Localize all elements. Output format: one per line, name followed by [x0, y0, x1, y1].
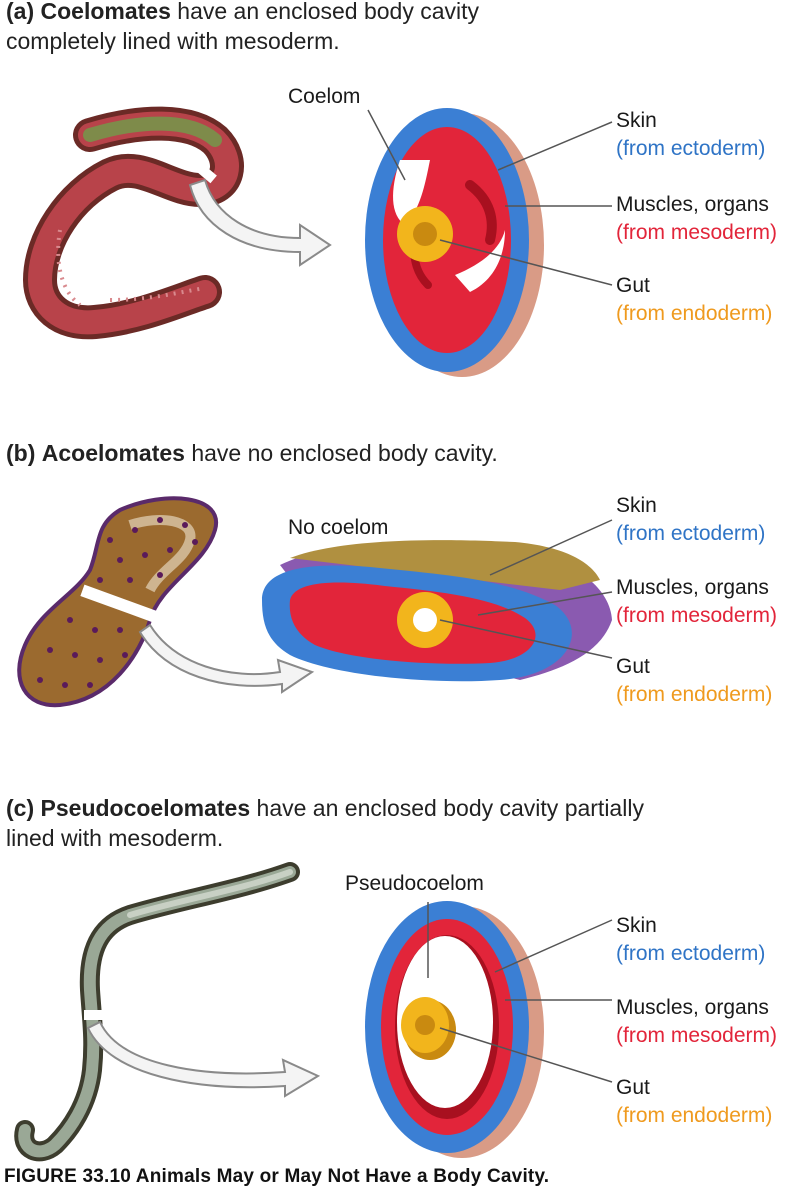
coelom-label: Coelom	[288, 85, 361, 108]
panel-c-figure	[14, 862, 613, 1162]
panel-b-heading: (b) Acoelomates have no enclosed body ca…	[6, 438, 498, 468]
panel-c-heading-line2: lined with mesoderm.	[6, 825, 224, 851]
panel-a-gut-label: Gut	[616, 274, 650, 297]
pseudocoelom-label: Pseudocoelom	[345, 872, 484, 895]
panel-c-heading-rest: have an enclosed body cavity partially	[250, 795, 644, 821]
panel-c-skin-source: (from ectoderm)	[616, 942, 766, 965]
panel-a-leaders	[367, 109, 613, 286]
panel-b-muscles-label: Muscles, organs	[616, 576, 769, 599]
panel-a-gut-source: (from endoderm)	[616, 302, 773, 325]
panel-a-arrow	[188, 178, 332, 267]
panel-a-heading-rest: have an enclosed body cavity	[170, 0, 480, 24]
earthworm-illustration	[22, 106, 244, 340]
panel-a-skin-label: Skin	[616, 109, 657, 132]
panel-c-skin-label: Skin	[616, 914, 657, 937]
panel-b-arrow	[138, 623, 315, 694]
panel-b-skin-label: Skin	[616, 494, 657, 517]
panel-b-gut-label: Gut	[616, 655, 650, 678]
panel-c-arrow	[86, 1020, 321, 1098]
panel-b-muscles-source: (from mesoderm)	[616, 604, 778, 627]
panel-c-leaders	[427, 902, 613, 1083]
flatworm-illustration	[17, 496, 219, 708]
panel-c-gut-label: Gut	[616, 1076, 650, 1099]
pseudocoelomate-cross-section	[365, 901, 544, 1158]
panel-a-term: Coelomates	[40, 0, 171, 24]
panel-a-heading-line2: completely lined with mesoderm.	[6, 28, 340, 54]
no-coelom-label: No coelom	[288, 516, 389, 539]
panel-a-muscles-label: Muscles, organs	[616, 193, 769, 216]
acoelomate-cross-section	[262, 540, 612, 682]
panel-b-prefix: (b)	[6, 440, 36, 466]
panel-a-muscles-source: (from mesoderm)	[616, 221, 778, 244]
panel-b-term: Acoelomates	[41, 440, 185, 466]
panel-c-term: Pseudocoelomates	[40, 795, 251, 821]
panel-a-heading: (a) Coelomates have an enclosed body cav…	[6, 0, 479, 56]
figure-caption: FIGURE 33.10 Animals May or May Not Have…	[4, 1166, 550, 1187]
panel-a-skin-source: (from ectoderm)	[616, 137, 766, 160]
panel-b-figure	[17, 496, 613, 708]
coelomate-cross-section	[365, 108, 544, 377]
panel-b-leaders	[439, 519, 613, 659]
roundworm-illustration	[14, 862, 300, 1162]
panel-c-prefix: (c)	[6, 795, 35, 821]
panel-c-muscles-source: (from mesoderm)	[616, 1024, 778, 1047]
panel-c-gut-source: (from endoderm)	[616, 1104, 773, 1127]
panel-c-heading: (c) Pseudocoelomates have an enclosed bo…	[6, 793, 644, 853]
panel-b-gut-source: (from endoderm)	[616, 683, 773, 706]
panel-b-skin-source: (from ectoderm)	[616, 522, 766, 545]
panel-c-muscles-label: Muscles, organs	[616, 996, 769, 1019]
panel-a-figure	[22, 106, 613, 377]
panel-b-heading-rest: have no enclosed body cavity.	[184, 440, 498, 466]
panel-a-prefix: (a)	[6, 0, 35, 24]
